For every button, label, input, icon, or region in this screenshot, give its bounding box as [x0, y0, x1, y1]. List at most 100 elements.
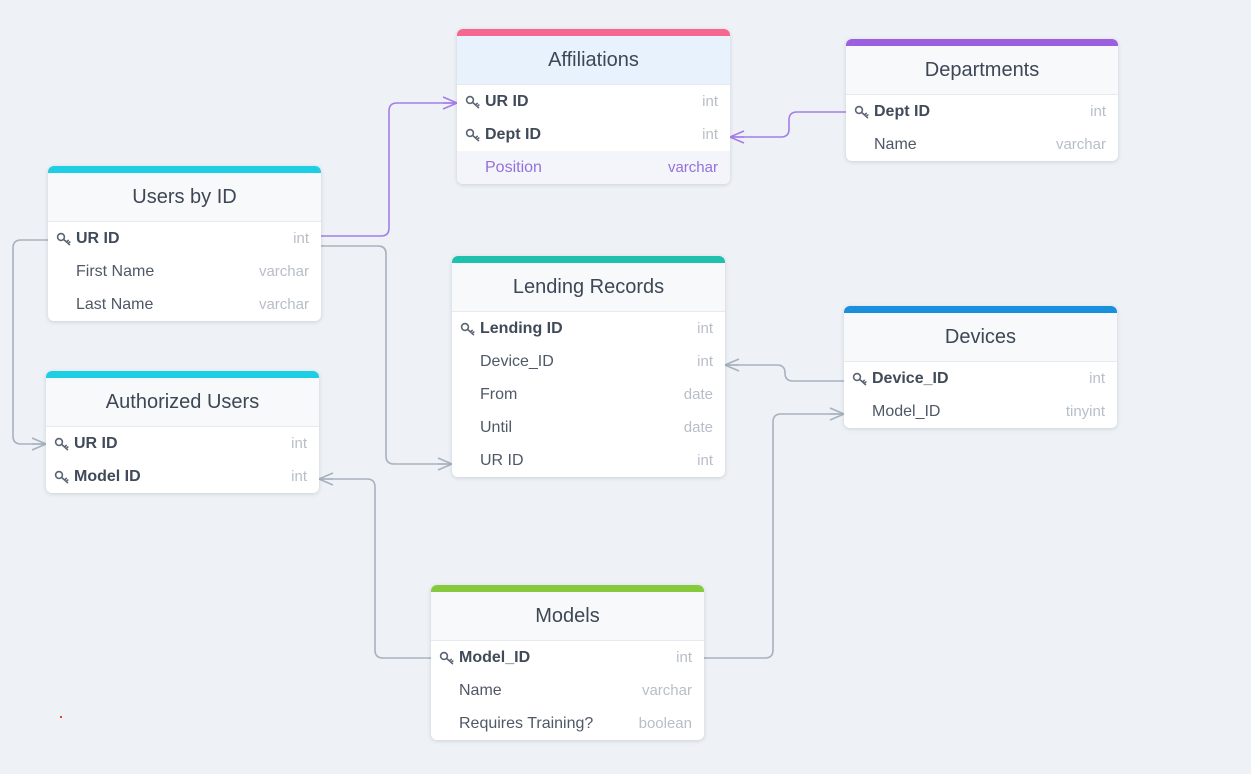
field-name: UR ID: [485, 92, 529, 110]
field-type: varchar: [258, 263, 309, 280]
field-row[interactable]: Until date: [452, 411, 725, 444]
field-name: Position: [485, 158, 542, 176]
table-title[interactable]: Departments: [846, 46, 1118, 95]
field-type: int: [697, 320, 713, 337]
table-title[interactable]: Users by ID: [48, 173, 321, 222]
table-color-bar: [46, 371, 319, 378]
table-title[interactable]: Affiliations: [457, 36, 730, 85]
field-name: UR ID: [74, 434, 118, 452]
field-row[interactable]: Lending ID int: [452, 312, 725, 345]
field-type: int: [676, 649, 692, 666]
field-name: Name: [459, 681, 502, 699]
link-users-authorized: [12, 239, 48, 445]
field-name: Model_ID: [872, 402, 941, 420]
crowfoot-lending-urid: [437, 457, 453, 471]
field-name: Dept ID: [485, 125, 541, 143]
field-type: int: [291, 468, 307, 485]
field-type: varchar: [641, 682, 692, 699]
field-type: varchar: [258, 296, 309, 313]
field-name: From: [480, 385, 518, 403]
key-icon: [465, 128, 485, 142]
link-models-devices: [704, 413, 844, 659]
field-name: First Name: [76, 262, 155, 280]
table-color-bar: [846, 39, 1118, 46]
field-type: int: [697, 452, 713, 469]
field-row[interactable]: Device_ID int: [452, 345, 725, 378]
crowfoot-affiliations-urid: [442, 96, 458, 110]
table-title[interactable]: Lending Records: [452, 263, 725, 312]
field-name: Device_ID: [872, 369, 949, 387]
key-icon: [465, 95, 485, 109]
table-color-bar: [452, 256, 725, 263]
key-icon: [852, 372, 872, 386]
field-name: Model_ID: [459, 648, 531, 666]
field-type: int: [697, 353, 713, 370]
field-row[interactable]: Dept ID int: [846, 95, 1118, 128]
field-type: varchar: [667, 159, 718, 176]
field-name: Dept ID: [874, 102, 930, 120]
field-row[interactable]: First Name varchar: [48, 255, 321, 288]
key-icon: [54, 437, 74, 451]
field-name: UR ID: [480, 451, 524, 469]
key-icon: [854, 105, 874, 119]
field-row[interactable]: Requires Training? boolean: [431, 707, 704, 740]
field-name: UR ID: [76, 229, 120, 247]
link-authorized-models: [319, 478, 431, 659]
field-name: Until: [480, 418, 513, 436]
field-type: varchar: [1055, 136, 1106, 153]
key-icon: [460, 322, 480, 336]
link-users-lending: [321, 245, 452, 465]
key-icon: [56, 232, 76, 246]
field-row[interactable]: UR ID int: [452, 444, 725, 477]
key-icon: [439, 651, 459, 665]
table-title[interactable]: Devices: [844, 313, 1117, 362]
field-row[interactable]: UR ID int: [48, 222, 321, 255]
link-users-affiliations: [321, 102, 457, 237]
field-name: Name: [874, 135, 917, 153]
field-row[interactable]: Device_ID int: [844, 362, 1117, 395]
field-row[interactable]: Name varchar: [846, 128, 1118, 161]
crowfoot-affiliations-deptid: [729, 130, 745, 144]
field-name: Device_ID: [480, 352, 554, 370]
field-row[interactable]: Position varchar: [457, 151, 730, 184]
field-row[interactable]: Model_ID int: [431, 641, 704, 674]
field-type: int: [293, 230, 309, 247]
table-color-bar: [431, 585, 704, 592]
field-name: Requires Training?: [459, 714, 594, 732]
field-row[interactable]: Name varchar: [431, 674, 704, 707]
crowfoot-lending-deviceid: [724, 358, 740, 372]
crowfoot-authorized-modelid: [318, 472, 334, 486]
table-title[interactable]: Models: [431, 592, 704, 641]
field-name: Lending ID: [480, 319, 563, 337]
table-color-bar: [457, 29, 730, 36]
table-color-bar: [844, 306, 1117, 313]
field-type: int: [1090, 103, 1106, 120]
field-type: boolean: [638, 715, 692, 732]
field-type: date: [683, 419, 713, 436]
field-type: int: [1089, 370, 1105, 387]
crowfoot-authorized-urid: [31, 437, 47, 451]
table-color-bar: [48, 166, 321, 173]
table-title[interactable]: Authorized Users: [46, 378, 319, 427]
